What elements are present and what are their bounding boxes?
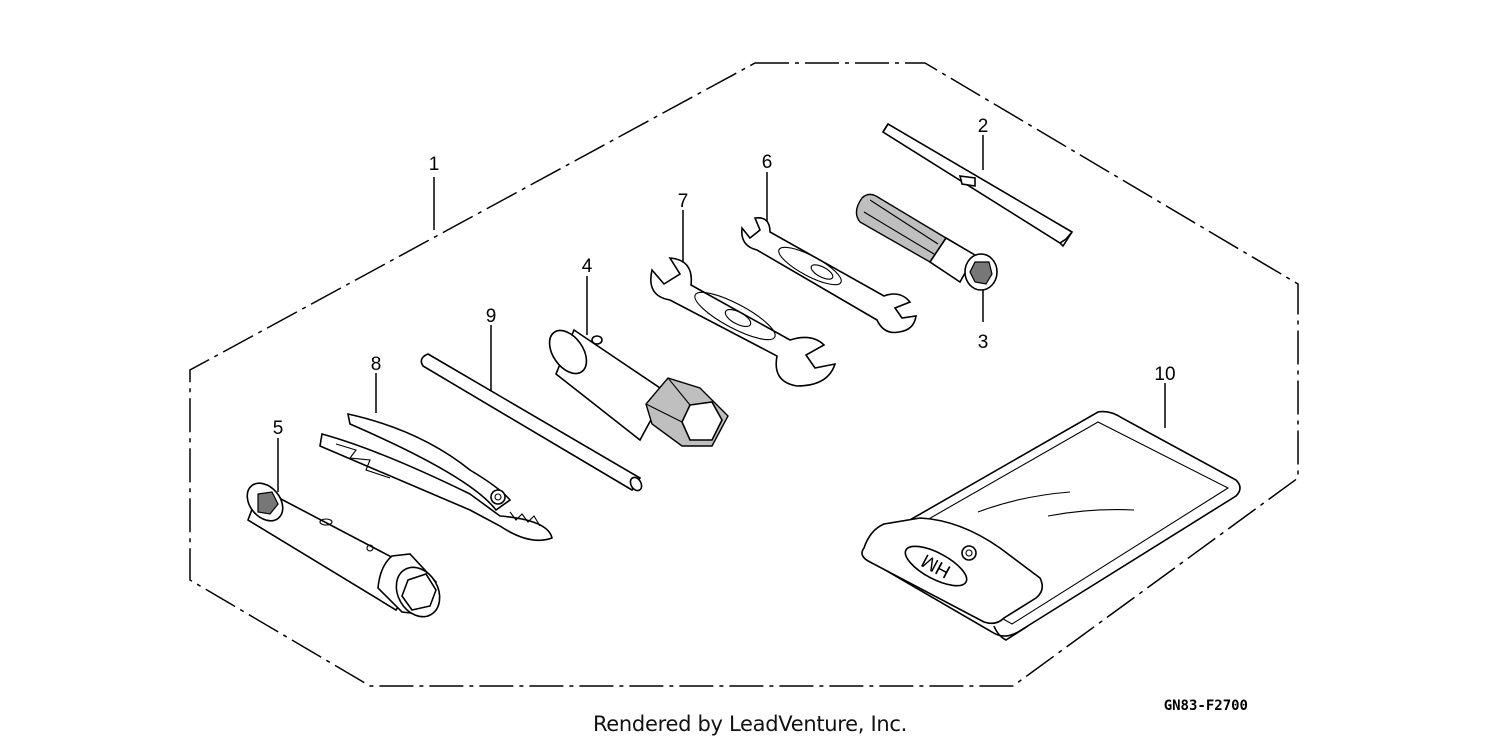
part-code: GN83-F2700 — [1164, 698, 1248, 714]
pliers-part-8 — [319, 412, 553, 542]
screwdriver-handle-part-3 — [855, 193, 998, 291]
callout-10: 10 — [1154, 364, 1175, 385]
screwdriver-bit-part-2 — [881, 122, 1074, 248]
callout-9: 9 — [486, 306, 497, 327]
callout-1: 1 — [429, 154, 440, 175]
callout-3: 3 — [978, 332, 989, 353]
plug-wrench-part-4 — [548, 328, 729, 447]
callout-2: 2 — [978, 116, 989, 137]
callout-8: 8 — [371, 354, 382, 375]
box-spanner-part-5 — [246, 482, 441, 618]
callout-5: 5 — [273, 418, 284, 439]
callout-7: 7 — [678, 191, 689, 212]
tommy-bar-part-9 — [420, 353, 643, 492]
assembly-boundary — [189, 62, 1299, 687]
large-wrench-part-7 — [650, 257, 837, 387]
callout-4: 4 — [582, 256, 593, 277]
footer-credit: Rendered by LeadVenture, Inc. — [592, 712, 908, 736]
callout-labels: 1 2 3 4 5 6 7 8 9 10 — [273, 116, 1176, 439]
callout-6: 6 — [762, 152, 773, 173]
tool-bag-part-10: HM — [861, 410, 1241, 641]
small-wrench-part-6 — [740, 216, 917, 334]
